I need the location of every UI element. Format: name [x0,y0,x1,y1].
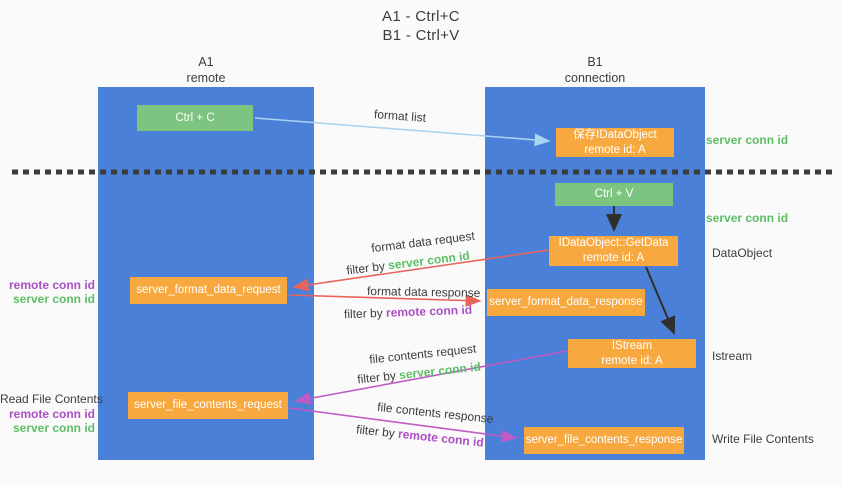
ctrl-c-action-box: Ctrl + C [137,105,253,131]
filter-by-text: filter by [343,305,383,322]
format-request-box: server_format_data_request [130,277,287,304]
write-file-contents-annotation: Write File Contents [712,432,814,446]
ctrl-v-action-box: Ctrl + V [555,183,673,206]
ctrl-c-label: Ctrl + C [175,111,215,124]
file-contents-request-arrow [294,350,568,405]
read-file-contents-annotation: Read File Contents [0,392,103,406]
file-response-box: server_file_contents_response [524,427,684,454]
title-line-ctrl-c: A1 - Ctrl+C [382,8,460,25]
istream-line2: remote id: A [601,354,663,367]
istream-line1: IStream [611,339,653,352]
remote-conn-id-text: remote conn id [385,302,473,320]
format-response-label: server_format_data_response [489,296,643,309]
save-dataobject-box: 保存IDataObject remote id: A [556,128,674,157]
file-request-box: server_file_contents_request [128,392,288,419]
getdata-line1: IDataObject::GetData [558,237,669,250]
ctrl-v-label: Ctrl + V [594,188,634,201]
lifeline-b-role: connection [564,71,626,86]
lifeline-b-header: B1 connection [485,54,705,87]
lifeline-a-id: A1 [198,55,214,69]
getdata-line2: remote id: A [582,252,645,264]
right-server-conn-id-top-label: server conn id [706,133,789,147]
save-dataobject-line1: 保存IDataObject [573,128,657,141]
format-data-request-arrow [292,249,550,292]
lifeline-a-role: remote [186,71,226,86]
format-response-box: server_format_data_response [487,289,645,316]
left-remote-conn-id-top: remote conn id [8,278,95,292]
left-conn-id-bottom-group: remote conn id server conn id [0,407,95,435]
file-request-label: server_file_contents_request [134,399,282,412]
left-server-conn-id-top: server conn id [12,292,95,306]
dataobject-annotation: DataObject [712,246,773,260]
right-server-conn-id-mid-label: server conn id [706,211,789,225]
lifeline-b-id: B1 [587,55,603,69]
left-remote-conn-id-bottom: remote conn id [8,407,95,421]
title-line-ctrl-v: B1 - Ctrl+V [382,26,460,44]
lifeline-a-header: A1 remote [98,54,314,87]
diagram-title: A1 - Ctrl+C B1 - Ctrl+V [0,8,842,46]
left-conn-id-top-group: remote conn id server conn id [0,278,95,306]
format-request-label: server_format_data_request [136,284,281,297]
file-response-label: server_file_contents_response [525,434,683,447]
getdata-box: IDataObject::GetData remote id: A [549,236,678,266]
getdata-to-istream-arrow [645,266,676,335]
istream-annotation: Istream [712,349,753,363]
left-server-conn-id-bottom: server conn id [12,421,95,435]
save-dataobject-line2: remote id: A [584,143,646,156]
file-contents-response-arrow [288,407,518,443]
format-data-response-arrow-label: format data response [366,284,481,300]
istream-box: IStream remote id: A [568,339,696,368]
format-list-arrow [254,117,551,147]
format-data-response-arrow [288,294,482,307]
